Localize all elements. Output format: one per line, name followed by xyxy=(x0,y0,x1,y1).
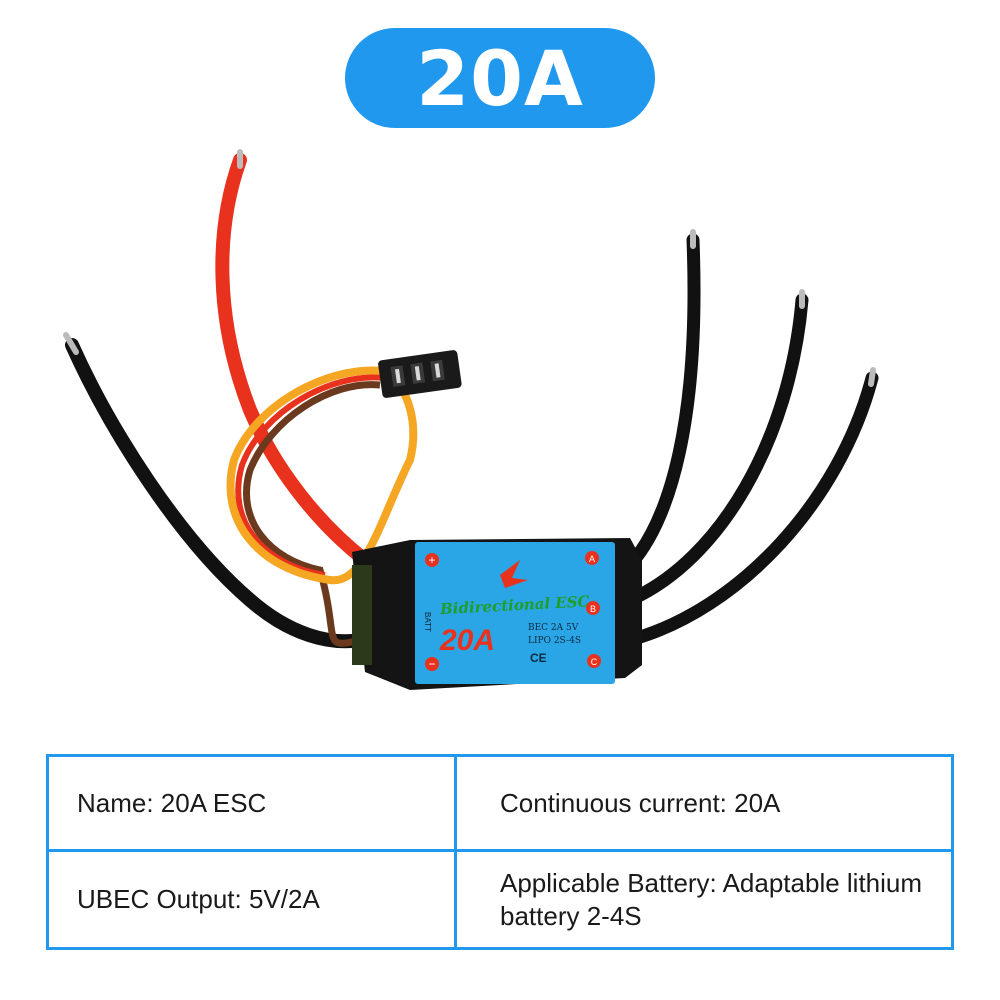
battery-black-wire xyxy=(65,338,367,649)
logo-icon xyxy=(500,560,528,588)
spec-continuous-current: Continuous current: 20A xyxy=(457,757,951,852)
motor-wire-a xyxy=(623,233,701,572)
phase-c-marker xyxy=(587,654,601,668)
label-spec-line2: LIPO 2S-4S xyxy=(528,636,581,646)
servo-connector xyxy=(378,350,462,398)
esc-product-image: + − A B C Bidirectional ESC 20A BATT BEC… xyxy=(63,149,879,690)
spec-name: Name: 20A ESC xyxy=(49,757,457,852)
motor-wire-b xyxy=(623,293,809,607)
label-spec-line1: BEC 2A 5V xyxy=(528,623,579,633)
svg-text:+: + xyxy=(428,553,435,567)
label-batt: BATT xyxy=(423,612,432,632)
svg-text:A: A xyxy=(589,554,595,564)
signal-lead-brown xyxy=(243,381,381,647)
phase-b-marker xyxy=(586,601,600,615)
motor-wire-c xyxy=(623,371,879,647)
title-badge: 20A xyxy=(345,28,655,128)
title-text: 20A xyxy=(416,33,584,123)
svg-text:B: B xyxy=(590,604,596,614)
svg-text:C: C xyxy=(591,657,598,667)
label-cert: CE xyxy=(530,651,547,665)
spec-battery: Applicable Battery: Adaptable lithium ba… xyxy=(500,867,923,931)
signal-lead-yellow xyxy=(226,366,418,585)
signal-lead-red xyxy=(235,374,386,578)
spec-table: Name: 20A ESC Continuous current: 20A UB… xyxy=(46,754,954,950)
plus-marker xyxy=(425,553,439,567)
phase-a-marker xyxy=(585,551,599,565)
esc-label-sticker xyxy=(415,542,615,684)
minus-marker xyxy=(425,657,439,671)
label-rating: 20A xyxy=(439,624,495,657)
spec-ubec-output: UBEC Output: 5V/2A xyxy=(49,852,457,947)
svg-text:−: − xyxy=(428,657,435,671)
battery-red-wire xyxy=(215,153,372,567)
